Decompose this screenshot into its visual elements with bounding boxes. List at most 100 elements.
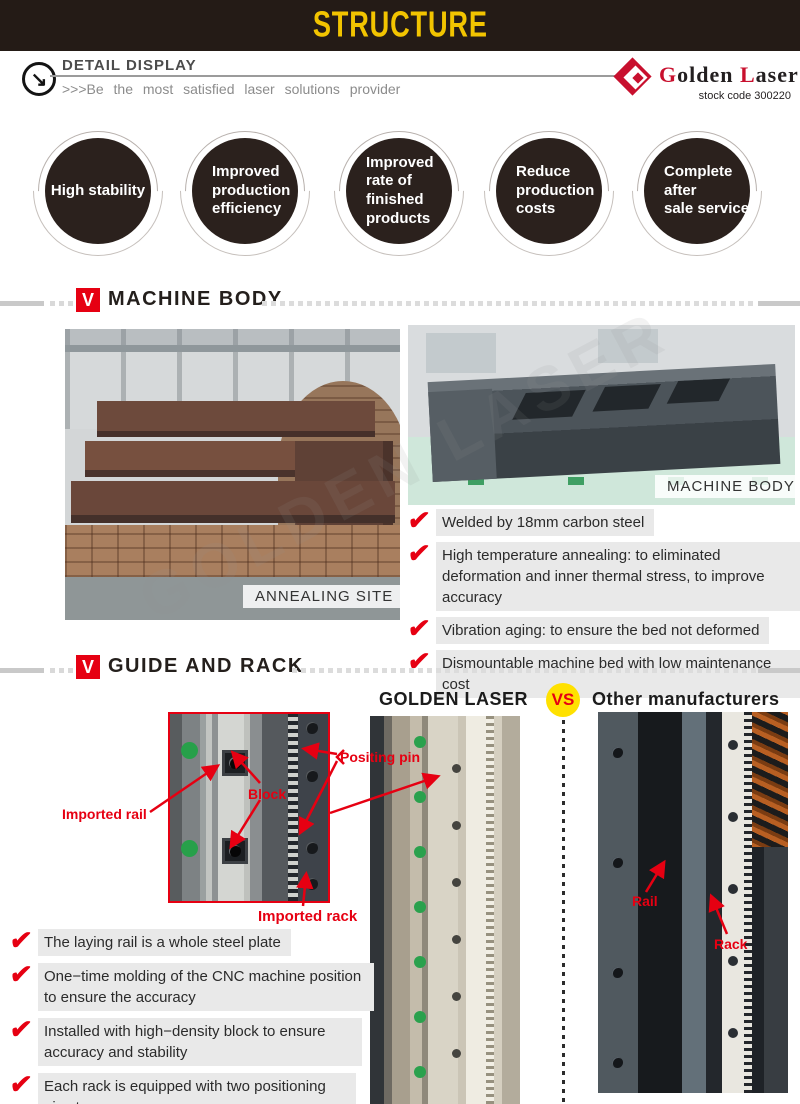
feature-label: Improved production efficiency: [212, 162, 291, 218]
rail-label: Rail: [632, 893, 658, 909]
photo-shape: [744, 712, 752, 1093]
photo-shape: [592, 383, 661, 412]
photo-shape: [414, 736, 426, 748]
photo-shape: [71, 481, 395, 523]
photo-shape: [598, 329, 658, 363]
machine-body-label: MACHINE BODY: [655, 475, 795, 498]
check-icon: ✔: [7, 1014, 34, 1044]
photo-shape: [666, 378, 731, 404]
list-item: ✔ Installed with high−density block to e…: [8, 1014, 380, 1066]
photo-shape: [222, 838, 248, 864]
machine-body-photo: MACHINE BODY: [408, 325, 795, 505]
imported-rack-label: Imported rack: [258, 908, 358, 925]
check-icon: ✔: [7, 1069, 34, 1099]
feature-label: Complete after sale service: [664, 162, 750, 218]
photo-shape: [306, 878, 318, 890]
feature-label: Improved rate of finished products: [366, 153, 434, 227]
photo-shape: [612, 857, 623, 868]
v-badge: V: [76, 288, 100, 312]
other-manufacturers-photo: [598, 712, 788, 1093]
photo-shape: [612, 1057, 623, 1068]
arrow-down-right-glyph: ↘: [30, 68, 48, 91]
photo-shape: [181, 742, 198, 759]
header-dashes-left: [50, 301, 74, 306]
bullet-text: Installed with high−density block to ens…: [38, 1018, 362, 1066]
list-item: ✔ One−time molding of the CNC machine po…: [8, 959, 380, 1011]
logo-text-aser: aser: [755, 62, 799, 87]
header-divider: [50, 75, 618, 77]
photo-shape: [306, 770, 318, 782]
bullet-text: Dismountable machine bed with low mainte…: [436, 650, 800, 698]
logo-letter-g: G: [659, 62, 678, 87]
feature-circle-costs: Reduce production costs: [496, 138, 602, 244]
positing-pin-label: Positing pin: [340, 749, 421, 765]
photo-shape: [512, 389, 586, 420]
list-item: ✔ Vibration aging: to ensure the bed not…: [406, 613, 800, 644]
header-bar-left: [0, 668, 44, 673]
vs-text: VS: [551, 690, 575, 709]
check-icon: ✔: [405, 538, 432, 568]
photo-shape: [452, 821, 461, 830]
v-badge: V: [76, 655, 100, 679]
list-item: ✔ Each rack is equipped with two positio…: [8, 1069, 380, 1104]
banner-title: STRUCTURE: [312, 5, 488, 45]
photo-shape: [414, 1011, 426, 1023]
photo-shape: [486, 716, 494, 1104]
check-icon: ✔: [7, 925, 34, 955]
list-item: ✔ The laying rail is a whole steel plate: [8, 925, 380, 956]
photo-shape: [65, 525, 400, 577]
feature-circle-efficiency: Improved production efficiency: [192, 138, 298, 244]
photo-shape: [612, 967, 623, 978]
top-banner: STRUCTURE: [0, 0, 800, 51]
header-bar-right: [758, 668, 800, 673]
list-item: ✔ Welded by 18mm carbon steel: [406, 505, 800, 536]
vs-divider-dotted-line: [562, 720, 565, 1104]
photo-shape: [414, 1066, 426, 1078]
stock-code: stock code 300220: [698, 90, 791, 102]
photo-shape: [288, 714, 298, 901]
logo-name: Golden Laser: [659, 62, 799, 88]
check-icon: ✔: [405, 505, 432, 535]
comparison-right-title: Other manufacturers: [592, 689, 780, 709]
annealing-site-photo: ANNEALING SITE: [65, 329, 400, 620]
section-title: GUIDE AND RACK: [108, 655, 304, 677]
bullet-text: Welded by 18mm carbon steel: [436, 509, 655, 536]
photo-shape: [414, 901, 426, 913]
photo-shape: [181, 840, 198, 857]
bullet-text: One−time molding of the CNC machine posi…: [38, 963, 374, 1011]
header-dashes-right: [262, 301, 756, 306]
detail-display-title: DETAIL DISPLAY: [62, 57, 197, 74]
list-item: ✔ High temperature annealing: to elimina…: [406, 538, 800, 611]
tagline: >>>Be the most satisfied laser solutions…: [62, 81, 401, 97]
photo-shape: [428, 388, 497, 483]
annealing-site-label: ANNEALING SITE: [243, 585, 400, 608]
machine-body-bullet-list: ✔ Welded by 18mm carbon steel ✔ High tem…: [406, 505, 800, 704]
header-bar-right: [758, 301, 800, 306]
photo-shape: [222, 750, 248, 776]
section-title: MACHINE BODY: [108, 288, 283, 310]
rack-label: Rack: [714, 936, 748, 952]
imported-rail-label: Imported rail: [62, 806, 147, 822]
photo-shape: [468, 477, 484, 485]
photo-shape: [65, 345, 400, 352]
section-header-machine-body: V MACHINE BODY: [0, 286, 800, 316]
photo-shape: [452, 935, 461, 944]
bullet-text: Vibration aging: to ensure the bed not d…: [436, 617, 770, 644]
comparison-left-title: GOLDEN LASER: [379, 689, 529, 709]
photo-shape: [306, 722, 318, 734]
bullet-text: The laying rail is a whole steel plate: [38, 929, 291, 956]
photo-shape: [414, 956, 426, 968]
section-header-guide-rack: V GUIDE AND RACK: [0, 653, 800, 683]
feature-circle-stability: High stability: [45, 138, 151, 244]
guide-rack-bullet-list: ✔ The laying rail is a whole steel plate…: [8, 925, 380, 1104]
golden-laser-rail-photo: [370, 716, 520, 1104]
bullet-text: Each rack is equipped with two positioni…: [38, 1073, 356, 1104]
photo-shape: [452, 878, 461, 887]
logo-text-olden: olden: [677, 62, 740, 87]
header-dashes-right: [292, 668, 756, 673]
vs-badge: VS: [546, 683, 580, 717]
photo-shape: [728, 884, 738, 894]
photo-shape: [426, 333, 496, 373]
feature-circle-service: Complete after sale service: [644, 138, 750, 244]
check-icon: ✔: [7, 959, 34, 989]
